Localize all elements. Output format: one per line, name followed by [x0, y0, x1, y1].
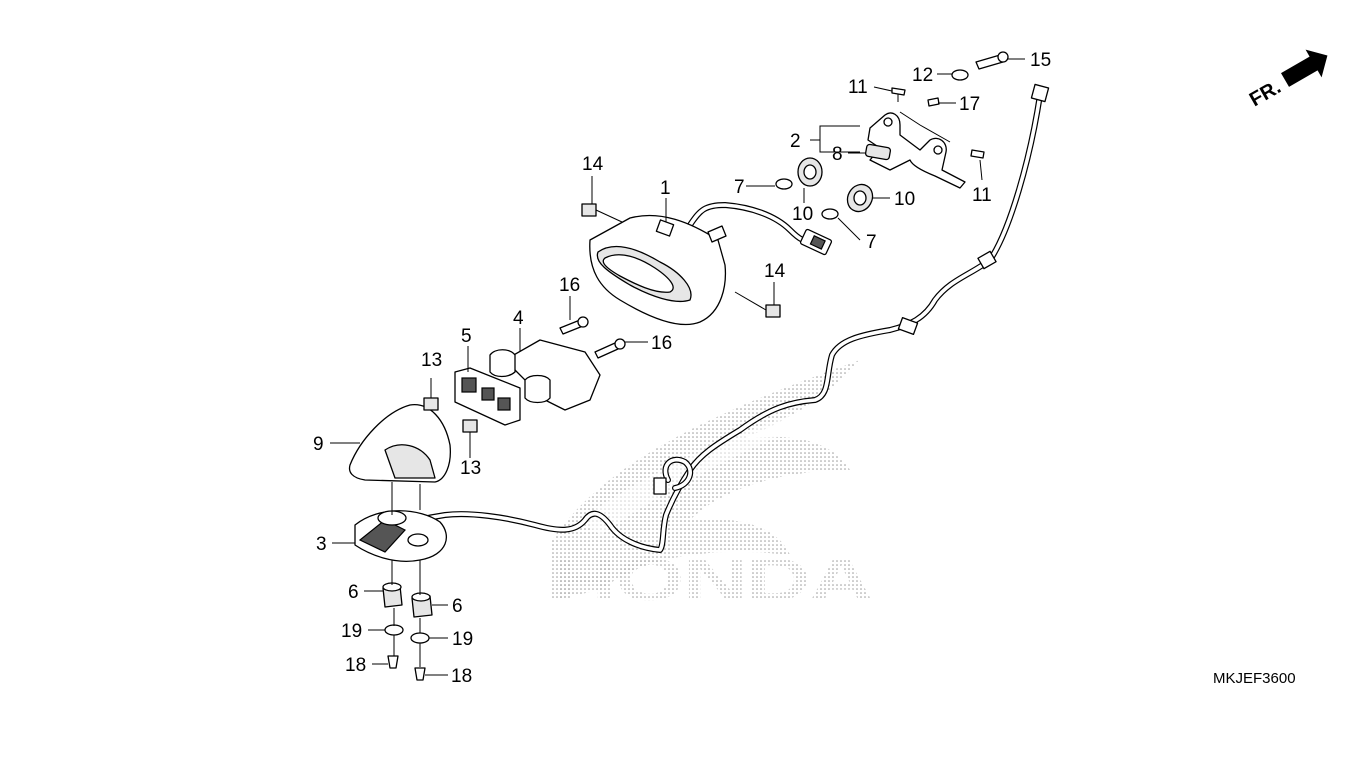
callout-9: 9 [313, 434, 324, 455]
bolts-11-12-15-17 [891, 51, 1009, 159]
grommets-10 [797, 157, 874, 213]
front-direction-indicator: FR. [1246, 49, 1328, 111]
callout-14-left: 14 [582, 154, 604, 175]
front-arrow-icon [1281, 49, 1328, 87]
washers-7 [775, 178, 839, 220]
license-light [354, 510, 448, 562]
callout-18-left: 18 [345, 655, 366, 676]
assembly-guides [391, 482, 421, 667]
callout-16-upper: 16 [559, 275, 580, 296]
callout-15: 15 [1030, 50, 1051, 71]
callout-16-lower: 16 [651, 333, 672, 354]
screws-16 [559, 316, 626, 359]
callout-8: 8 [832, 144, 843, 165]
leader-lines [330, 58, 1025, 676]
callout-labels: 1 2 3 4 5 6 6 7 7 8 9 10 10 11 11 12 13 … [313, 50, 1051, 687]
washers-19 [384, 624, 430, 644]
callout-12: 12 [912, 65, 933, 86]
front-label: FR. [1246, 76, 1285, 111]
license-bracket [489, 339, 601, 411]
rubber-mounts-6 [382, 582, 433, 618]
callout-1: 1 [660, 178, 671, 199]
callout-13-upper: 13 [421, 350, 442, 371]
wire-harness [392, 83, 1050, 553]
honda-wordmark-watermark: HONDA [552, 546, 872, 613]
callout-7-lower: 7 [866, 232, 877, 253]
collar-8 [864, 143, 892, 161]
callout-11-upper: 11 [848, 77, 868, 98]
callout-4: 4 [513, 308, 524, 329]
callout-10-right: 10 [894, 189, 915, 210]
drawing-code: MKJEF3600 [1213, 670, 1296, 687]
license-cover [348, 404, 451, 483]
rear-reflector-holder [454, 367, 521, 426]
callout-13-lower: 13 [460, 458, 481, 479]
screws-18 [387, 655, 426, 681]
callout-6-right: 6 [452, 596, 463, 617]
callout-11-lower: 11 [972, 185, 992, 206]
callout-14-right: 14 [764, 261, 786, 282]
callout-3: 3 [316, 534, 327, 555]
tail-light-assembly [589, 214, 727, 326]
callout-17: 17 [959, 94, 980, 115]
light-bracket [867, 112, 966, 189]
callout-10-left: 10 [792, 204, 813, 225]
callout-6-left: 6 [348, 582, 359, 603]
callout-18-right: 18 [451, 666, 472, 687]
callout-5: 5 [461, 326, 472, 347]
callout-19-left: 19 [341, 621, 362, 642]
callout-7-upper: 7 [734, 177, 745, 198]
callout-2: 2 [790, 131, 801, 152]
callout-19-right: 19 [452, 629, 473, 650]
